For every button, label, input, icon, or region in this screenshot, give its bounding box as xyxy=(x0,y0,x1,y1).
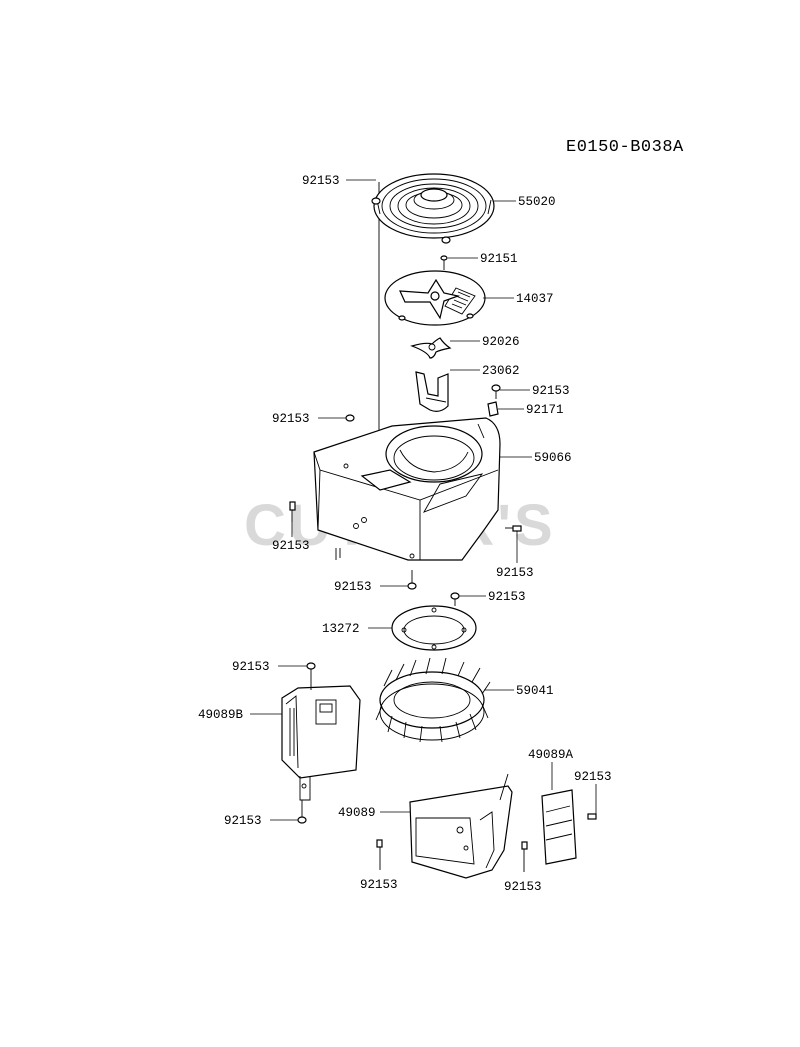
bracket-92026 xyxy=(410,337,452,359)
screw-92153-left-mid xyxy=(289,501,296,522)
screw-92151 xyxy=(440,255,448,270)
label-23062: 23062 xyxy=(482,364,520,378)
screw-92153-left-cover-top xyxy=(306,662,316,690)
screw-92153-center-bottom xyxy=(407,570,417,590)
label-49089: 49089 xyxy=(338,806,376,820)
label-92153-top: 92153 xyxy=(302,174,340,188)
cover-49089B xyxy=(281,685,361,801)
label-59041: 59041 xyxy=(516,684,554,698)
guide-23062 xyxy=(415,371,449,412)
screw-92153-right-plate xyxy=(587,813,597,820)
label-92153-left-cover-bottom: 92153 xyxy=(224,814,262,828)
label-92153-left-mid: 92153 xyxy=(272,539,310,553)
part-labels: 92153 55020 92151 14037 92026 23062 9215… xyxy=(198,174,612,894)
plate-49089A xyxy=(541,789,577,865)
leader-lines xyxy=(250,179,597,821)
label-92171: 92171 xyxy=(526,403,564,417)
screw-92153-left-cover-bottom xyxy=(297,800,307,824)
clip-92171 xyxy=(487,401,499,417)
label-92153-bottom-left: 92153 xyxy=(360,878,398,892)
screw-92153-plate xyxy=(450,592,460,606)
label-49089A: 49089A xyxy=(528,748,574,762)
label-59066: 59066 xyxy=(534,451,572,465)
label-55020: 55020 xyxy=(518,195,556,209)
screw-92153-left-upper xyxy=(345,414,355,422)
label-92153-left-cover-top: 92153 xyxy=(232,660,270,674)
plate-13272 xyxy=(391,605,477,651)
label-92153-plate: 92153 xyxy=(488,590,526,604)
screw-92153-right-upper xyxy=(491,384,501,399)
label-92153-bottom-right: 92153 xyxy=(504,880,542,894)
shroud-59066 xyxy=(313,417,501,561)
label-92026: 92026 xyxy=(482,335,520,349)
label-49089B: 49089B xyxy=(198,708,244,722)
screw-92153-bottom-left xyxy=(376,839,383,870)
fan-59041 xyxy=(375,657,491,743)
label-14037: 14037 xyxy=(516,292,554,306)
label-92153-right-mid: 92153 xyxy=(496,566,534,580)
screw-92153-bottom-right xyxy=(521,841,528,872)
cover-49089 xyxy=(409,773,513,879)
label-92151: 92151 xyxy=(480,252,518,266)
diagram-code: E0150-B038A xyxy=(566,138,684,157)
fan-screen-55020 xyxy=(371,173,495,244)
label-92153-left-upper: 92153 xyxy=(272,412,310,426)
label-92153-right-upper: 92153 xyxy=(532,384,570,398)
label-13272: 13272 xyxy=(322,622,360,636)
label-92153-right-plate: 92153 xyxy=(574,770,612,784)
label-92153-center-bottom: 92153 xyxy=(334,580,372,594)
fan-14037 xyxy=(384,270,486,326)
